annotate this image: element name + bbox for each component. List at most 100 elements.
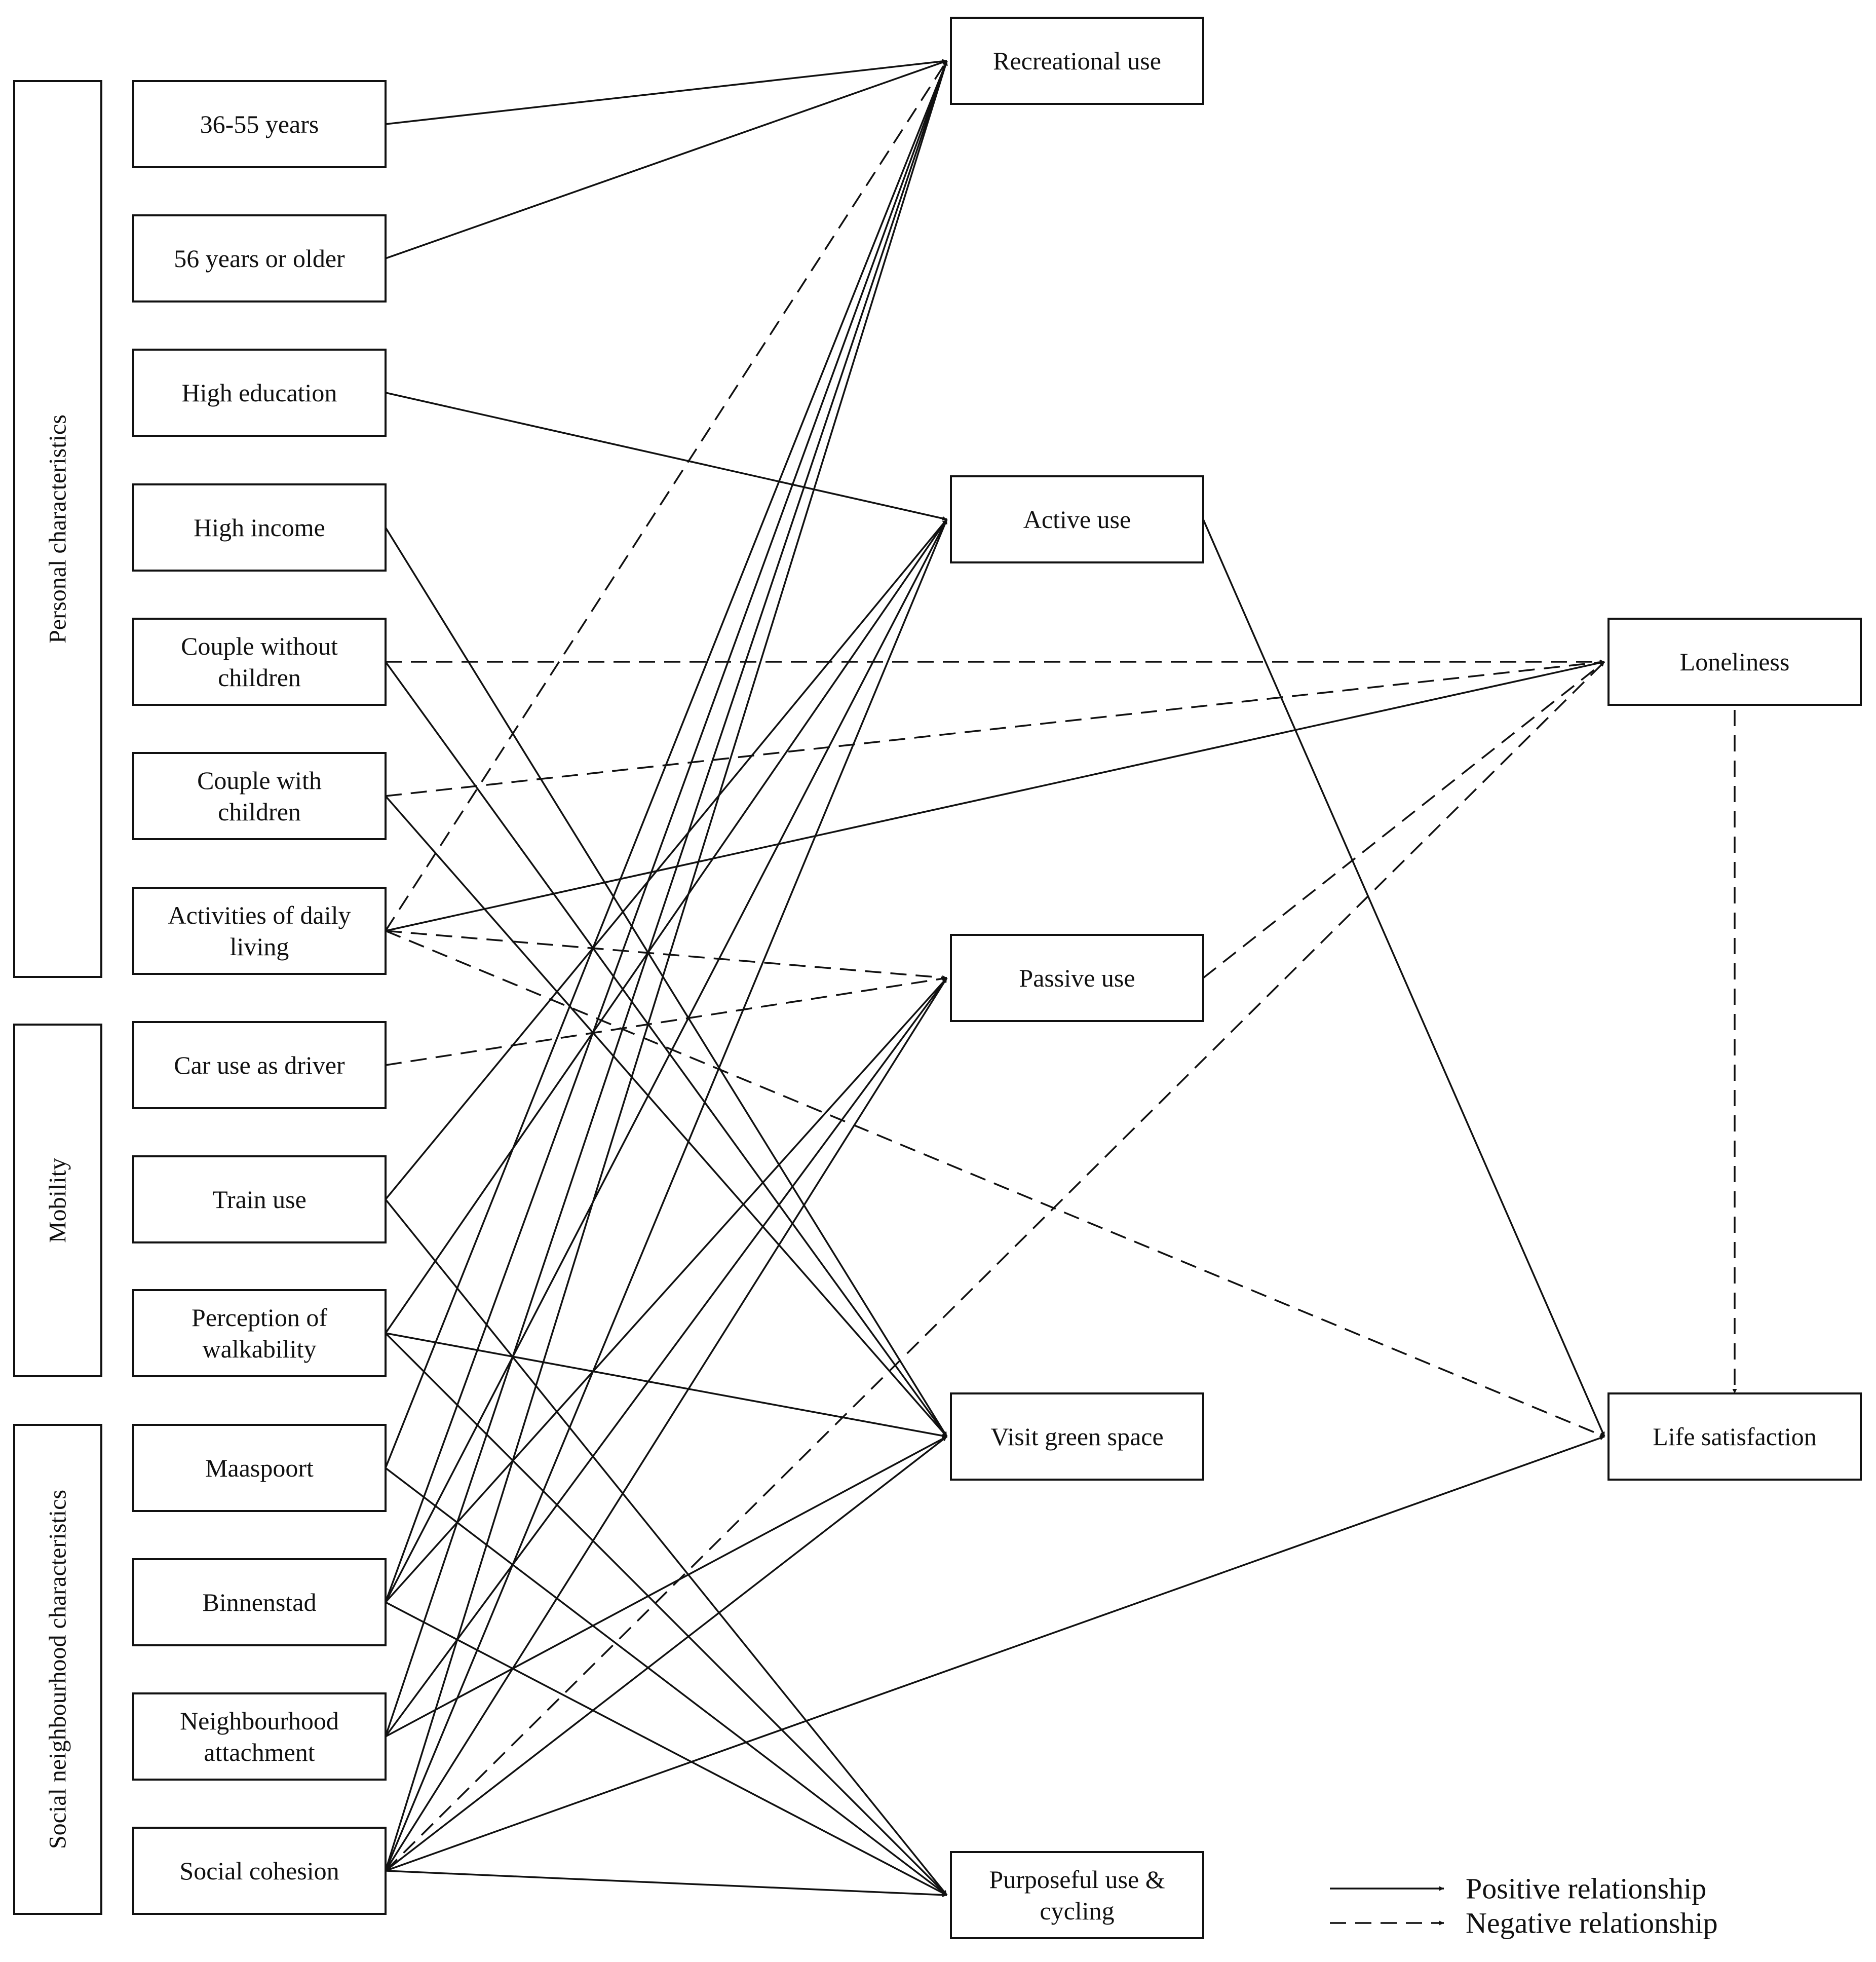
arrow-maas-to-rec [385, 60, 948, 1468]
arrow-adl-to-lon [385, 660, 1605, 932]
box-outline [132, 1558, 387, 1646]
box-label: children [218, 663, 301, 692]
arrow-scoh-to-act [385, 519, 948, 1871]
relationship-arrows [385, 59, 1737, 1898]
arrow-cwo-to-vis [385, 661, 948, 1438]
box-outline [1607, 1392, 1862, 1481]
arrow-adl-to-rec [385, 60, 948, 931]
arrow-scoh-to-lon [385, 661, 1605, 1872]
box-outline [950, 1851, 1204, 1939]
box-outline [950, 17, 1204, 105]
arrow-adl-to-pas [385, 930, 947, 980]
legend: Positive relationship Negative relations… [1330, 1872, 1718, 1940]
box-label: Couple with [197, 766, 322, 795]
box-label: High income [194, 513, 325, 542]
group-label-social: Social neighbourhood characteristics [45, 1490, 71, 1849]
arrow-scoh-to-vis [385, 1436, 948, 1872]
arrow-walk-to-act [385, 519, 948, 1334]
box-label: 56 years or older [174, 244, 345, 273]
group-label-mobility: Mobility [45, 1158, 71, 1243]
box-outline [950, 1392, 1204, 1481]
outcome-box-life-satisfaction: Life satisfaction [1607, 1392, 1862, 1481]
group-box-personal [13, 80, 102, 978]
predictor-box-car-use-as-driver: Car use as driver [132, 1021, 387, 1109]
box-outline [132, 1155, 387, 1243]
box-outline [132, 887, 387, 975]
box-label: Activities of daily [168, 901, 351, 929]
group-box-mobility [13, 1024, 102, 1377]
legend-negative-label: Negative relationship [1466, 1907, 1718, 1940]
box-outline [132, 80, 387, 168]
predictor-box-neighbourhood-attachment: Neighbourhood attachment [132, 1692, 387, 1781]
predictor-box-social-cohesion: Social cohesion [132, 1827, 387, 1915]
predictor-box-56-years-or-older: 56 years or older [132, 214, 387, 303]
predictor-box-activities-of-daily-living: Activities of daily living [132, 887, 387, 975]
box-outline [132, 1424, 387, 1512]
arrow-nattach-to-rec [385, 60, 948, 1737]
arrow-inc-to-vis [385, 527, 948, 1437]
mediator-box-active-use: Active use [950, 475, 1204, 563]
box-label: attachment [204, 1738, 315, 1766]
box-outline [950, 475, 1204, 563]
box-label: Couple without [181, 632, 338, 660]
box-label: Passive use [1019, 964, 1135, 992]
predictor-box-couple-without-children: Couple without children [132, 618, 387, 706]
box-label: High education [182, 379, 337, 407]
box-label: Purposeful use & [989, 1865, 1165, 1894]
arrow-scoh-to-life [385, 1436, 1605, 1872]
arrow-walk-to-vis [385, 1332, 947, 1438]
predictor-box-train-use: Train use [132, 1155, 387, 1243]
box-outline [132, 214, 387, 303]
box-label: Perception of [192, 1303, 327, 1332]
predictor-box-36-55-years: 36-55 years [132, 80, 387, 168]
box-label: Life satisfaction [1653, 1422, 1817, 1451]
arrow-age56-to-rec [385, 60, 947, 259]
legend-positive-label: Positive relationship [1466, 1872, 1706, 1905]
box-label: Binnenstad [203, 1588, 317, 1616]
arrow-scoh-to-pur [385, 1870, 947, 1898]
box-outline [1607, 618, 1862, 706]
predictor-box-high-education: High education [132, 349, 387, 437]
predictor-box-maaspoort: Maaspoort [132, 1424, 387, 1512]
arrow-car-to-pas [385, 976, 947, 1066]
box-outline [132, 483, 387, 572]
arrow-walk-to-pur [385, 1332, 948, 1896]
mediator-box-recreational-use: Recreational use [950, 17, 1204, 105]
predictor-box-binnenstad: Binnenstad [132, 1558, 387, 1646]
arrow-train-to-act [385, 518, 948, 1200]
box-label: Loneliness [1680, 648, 1790, 676]
predictor-box-perception-of-walkability: Perception of walkability [132, 1289, 387, 1377]
arrow-nattach-to-vis [385, 1436, 947, 1738]
arrow-cw-to-vis [385, 795, 948, 1438]
outcome-box-loneliness: Loneliness [1607, 618, 1862, 706]
box-label: Active use [1023, 505, 1131, 534]
arrow-pas-to-lon [1202, 661, 1605, 979]
arrow-adl-to-life [385, 930, 1605, 1438]
box-outline [132, 1692, 387, 1781]
box-label: Maaspoort [205, 1454, 314, 1482]
box-label: 36-55 years [200, 110, 319, 138]
box-label: living [230, 932, 289, 961]
box-label: Visit green space [990, 1422, 1163, 1451]
box-outline [132, 752, 387, 840]
arrow-train-to-pur [385, 1198, 948, 1896]
arrow-age3655-to-rec [385, 59, 947, 125]
box-label: walkability [203, 1335, 317, 1363]
box-label: Car use as driver [174, 1051, 345, 1079]
arrow-binn-to-pur [385, 1601, 947, 1896]
box-label: Recreational use [993, 47, 1161, 75]
arrow-scoh-to-pas [385, 977, 948, 1871]
predictor-box-couple-with-children: Couple with children [132, 752, 387, 840]
arrow-scoh-to-rec [385, 60, 948, 1871]
arrow-cw-to-lon [385, 660, 1605, 797]
arrow-edu-to-act [385, 392, 947, 521]
mediator-box-visit-green-space: Visit green space [950, 1392, 1204, 1481]
group-label-personal: Personal characteristics [45, 414, 71, 644]
arrow-binn-to-act [385, 519, 948, 1603]
box-label: Neighbourhood [180, 1707, 339, 1735]
arrow-maas-to-pur [385, 1467, 948, 1896]
box-label: children [218, 798, 301, 826]
arrow-nattach-to-pas [385, 977, 948, 1738]
